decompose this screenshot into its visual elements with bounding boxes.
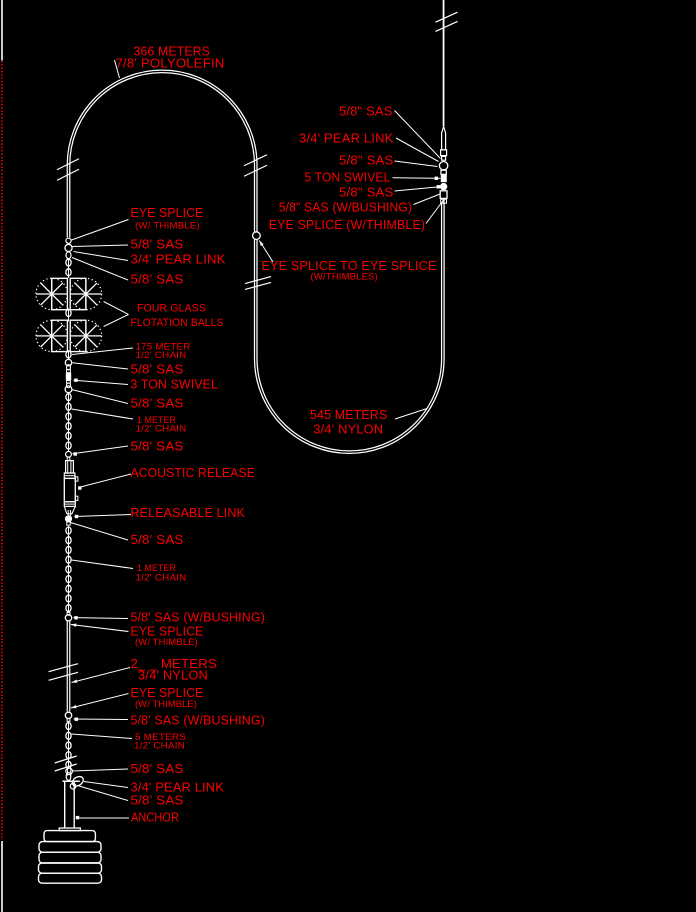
svg-text:EYE SPLICE: EYE SPLICE (131, 205, 204, 220)
svg-text:3/4' PEAR LINK: 3/4' PEAR LINK (131, 780, 225, 795)
svg-text:3/4' NYLON: 3/4' NYLON (313, 422, 383, 437)
svg-text:1/2' CHAIN: 1/2' CHAIN (136, 573, 187, 584)
svg-text:5/8' SAS: 5/8' SAS (131, 396, 184, 411)
svg-text:EYE SPLICE TO EYE SPLICE: EYE SPLICE TO EYE SPLICE (262, 258, 437, 273)
svg-text:5/8" SAS: 5/8" SAS (339, 185, 394, 200)
svg-text:5/8" SAS: 5/8" SAS (339, 104, 393, 119)
svg-text:EYE SPLICE: EYE SPLICE (131, 624, 204, 639)
svg-text:(W/ THIMBLE): (W/ THIMBLE) (135, 699, 197, 710)
svg-text:1/2' CHAIN: 1/2' CHAIN (136, 350, 187, 361)
svg-text:5/8" SAS (W/BUSHING): 5/8" SAS (W/BUSHING) (279, 200, 413, 215)
svg-text:3 TON SWIVEL: 3 TON SWIVEL (131, 377, 219, 392)
svg-text:5/8' SAS: 5/8' SAS (131, 793, 184, 808)
svg-text:5/8" SAS: 5/8" SAS (339, 153, 394, 168)
svg-text:7/8' POLYOLEFIN: 7/8' POLYOLEFIN (116, 55, 225, 70)
svg-text:5/8' SAS (W/BUSHING): 5/8' SAS (W/BUSHING) (131, 713, 266, 728)
svg-text:1 METER: 1 METER (137, 563, 176, 574)
svg-text:3/4' PEAR LINK: 3/4' PEAR LINK (131, 252, 226, 267)
svg-text:ACOUSTIC RELEASE: ACOUSTIC RELEASE (131, 465, 256, 480)
svg-text:FLOTATION BALLS: FLOTATION BALLS (131, 317, 224, 329)
svg-text:5/8' SAS: 5/8' SAS (131, 362, 184, 377)
svg-text:5 METERS: 5 METERS (135, 732, 186, 743)
svg-text:1/2' CHAIN: 1/2' CHAIN (136, 424, 187, 435)
svg-text:1 METER: 1 METER (137, 415, 176, 426)
svg-text:5/8' SAS: 5/8' SAS (131, 532, 184, 547)
svg-text:(W/ THIMBLE): (W/ THIMBLE) (135, 221, 200, 232)
svg-text:(W/THIMBLES): (W/THIMBLES) (311, 272, 379, 283)
svg-text:5/8' SAS: 5/8' SAS (131, 272, 184, 287)
svg-text:366 METERS: 366 METERS (134, 44, 211, 59)
svg-text:5 TON SWIVEL: 5 TON SWIVEL (305, 170, 391, 185)
svg-text:5/8' SAS: 5/8' SAS (131, 237, 184, 252)
svg-text:(W/ THIMBLE): (W/ THIMBLE) (135, 637, 198, 648)
svg-text:175 METER: 175 METER (136, 342, 191, 353)
svg-text:EYE SPLICE: EYE SPLICE (131, 685, 204, 700)
svg-text:RELEASABLE LINK: RELEASABLE LINK (131, 505, 246, 520)
svg-text:5/8' SAS (W/BUSHING): 5/8' SAS (W/BUSHING) (131, 610, 266, 625)
svg-text:3/4' NYLON: 3/4' NYLON (138, 668, 208, 683)
svg-text:2_ _ METERS: 2_ _ METERS (131, 656, 218, 671)
svg-text:EYE SPLICE (W/THIMBLE): EYE SPLICE (W/THIMBLE) (269, 217, 426, 232)
svg-text:5/8' SAS: 5/8' SAS (131, 439, 184, 454)
svg-text:ANCHOR: ANCHOR (131, 810, 179, 825)
svg-text:FOUR GLASS: FOUR GLASS (137, 303, 206, 315)
svg-text:5/8' SAS: 5/8' SAS (131, 761, 184, 776)
svg-text:3/4' PEAR LINK: 3/4' PEAR LINK (299, 131, 394, 146)
svg-text:1/2' CHAIN: 1/2' CHAIN (134, 741, 185, 752)
svg-text:545 METERS: 545 METERS (310, 407, 388, 422)
